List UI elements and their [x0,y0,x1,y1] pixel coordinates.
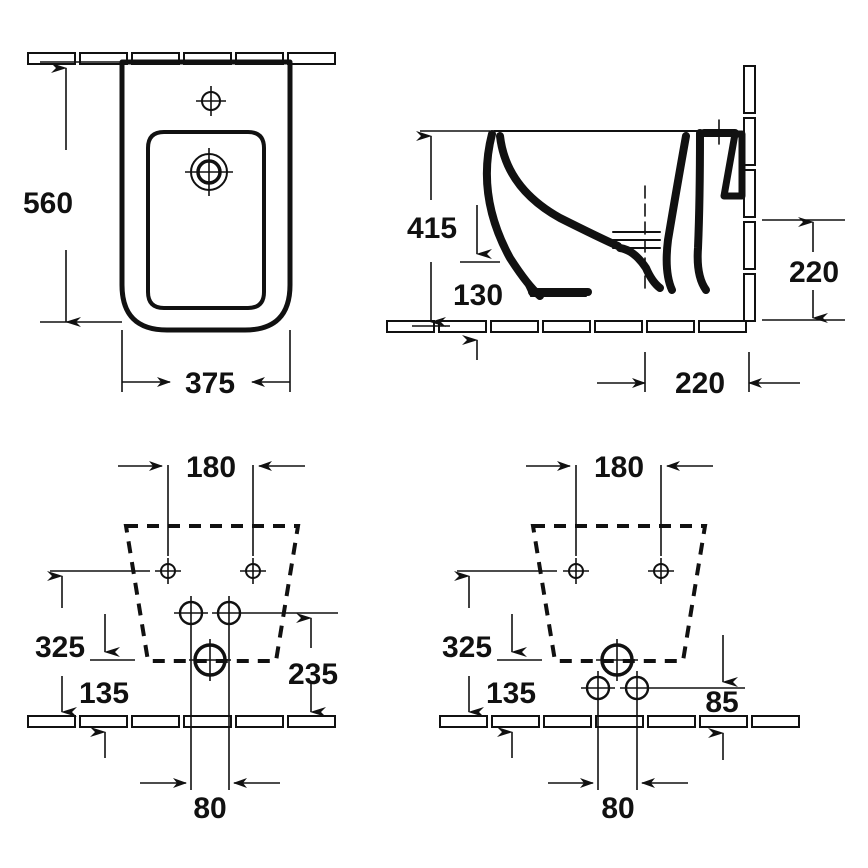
bolt-hole-right [648,558,674,584]
dimension-180-right-label: 180 [594,451,644,484]
dimension-325-left-label: 325 [35,631,85,664]
bolt-hole-left [155,558,181,584]
dimension-135-left [90,614,135,758]
dimension-375-label: 375 [185,367,235,400]
wall-band-bottom-left [27,715,336,728]
dimension-560-label: 560 [23,187,73,220]
dimension-135-right-label: 135 [486,677,536,710]
drain-hole-crosshair [185,148,233,196]
view-top-left-front: 560 375 [23,52,336,400]
bidet-silhouette-dashed-right [530,524,708,663]
view-bottom-right-mounting-b: 180 325 135 85 80 [439,451,800,825]
dimension-80-left-label: 80 [193,792,226,825]
dimension-220-bottom-label: 220 [675,367,725,400]
tap-hole-crosshair [196,86,226,116]
dimension-220-right [762,217,845,323]
bidet-section-profile [482,119,746,300]
wall-band-bottom-right [439,715,800,728]
supply-hole-right [212,596,246,630]
dimension-325-right [454,570,557,717]
bidet-silhouette-dashed-left [123,524,301,663]
dimension-220-right-label: 220 [789,256,839,289]
bidet-outer-outline [119,59,293,333]
waste-hole [189,639,231,681]
dimension-130-label: 130 [453,279,503,312]
dimension-135-left-label: 135 [79,677,129,710]
dimension-135-right [497,614,542,758]
dimension-85-label: 85 [705,686,738,719]
dimension-375 [121,330,291,392]
dimension-220-bottom [597,352,800,392]
dimension-325-right-label: 325 [442,631,492,664]
dimension-180-left-label: 180 [186,451,236,484]
supply-hole-left [174,596,208,630]
dimension-235-label: 235 [288,658,338,691]
view-bottom-left-mounting-a: 180 325 135 235 80 [27,451,338,825]
supply-hole-left [581,671,615,705]
view-top-right-side: 415 130 220 220 [386,65,845,400]
supply-hole-right [620,671,654,705]
dimension-235 [246,612,338,717]
dimension-560 [40,61,122,327]
bolt-hole-right [240,558,266,584]
hole-extension-lines-left [167,465,254,790]
bolt-hole-left [563,558,589,584]
dimension-415-label: 415 [407,212,457,245]
dimension-80-right-label: 80 [601,792,634,825]
waste-hole [596,639,638,681]
dimension-415 [412,130,490,327]
dimension-325-left [47,570,150,717]
dimension-130 [460,205,500,360]
bidet-inner-bowl-outline [146,130,266,310]
hole-extension-lines-right [575,465,745,790]
